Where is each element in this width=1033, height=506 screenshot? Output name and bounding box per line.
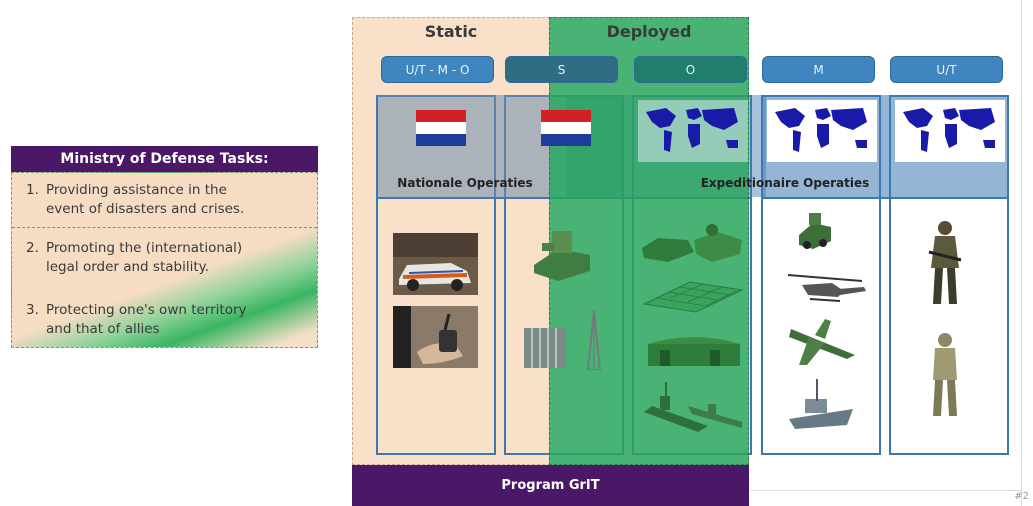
warships-icon: [644, 382, 742, 432]
world-map-icon: [638, 100, 748, 162]
world-map-icon: [895, 100, 1005, 162]
static-label: Static: [424, 22, 478, 41]
page-number: #2: [1014, 491, 1029, 502]
antenna-tower-icon: [586, 310, 602, 370]
pill-ut: U/T: [890, 56, 1003, 83]
ministry-title: Ministry of Defense Tasks:: [11, 146, 318, 172]
soldier-icon: [933, 333, 957, 416]
helipad-grid-icon: [642, 281, 744, 313]
netherlands-flag-icon: [541, 110, 591, 146]
national-operations-label: Nationale Operaties: [397, 176, 533, 190]
pill-o: O: [634, 56, 747, 83]
program-grit-bar: Program GrIT: [352, 465, 749, 506]
task-item-2: 2.Promoting the (international) legal or…: [26, 240, 243, 275]
radio-photo: [393, 306, 478, 368]
task-item-3: 3.Protecting one's own territory and tha…: [26, 302, 247, 337]
bunker-icon: [534, 231, 590, 281]
pill-m: M: [762, 56, 875, 83]
police-car-photo: [393, 233, 478, 295]
fighter-jet-icon: [789, 319, 855, 365]
world-map-icon: [767, 100, 877, 162]
deployed-label: Deployed: [606, 22, 692, 41]
building-icon: [524, 328, 566, 368]
field-hospital-icon: [648, 337, 740, 366]
frame-edge-right: [1021, 0, 1022, 506]
frigate-icon: [789, 379, 853, 429]
pill-s: S: [505, 56, 618, 83]
column-ut: [889, 95, 1009, 455]
expeditionary-operations-label: Expeditionaire Operaties: [700, 176, 870, 190]
pill-utmo: U/T - M - O: [381, 56, 494, 83]
ministry-tasks-box: 1.Providing assistance in the event of d…: [11, 172, 318, 348]
helicopter-icon: [787, 274, 866, 302]
column-divider-right: [761, 197, 1009, 199]
soldier-icon: [928, 221, 962, 304]
frame-edge-bottom: [750, 490, 1022, 491]
military-camp-icon: [642, 224, 742, 262]
task-item-1: 1.Providing assistance in the event of d…: [26, 182, 245, 217]
armored-vehicle-icon: [799, 213, 831, 249]
task-divider: [12, 227, 317, 228]
netherlands-flag-icon: [416, 110, 466, 146]
